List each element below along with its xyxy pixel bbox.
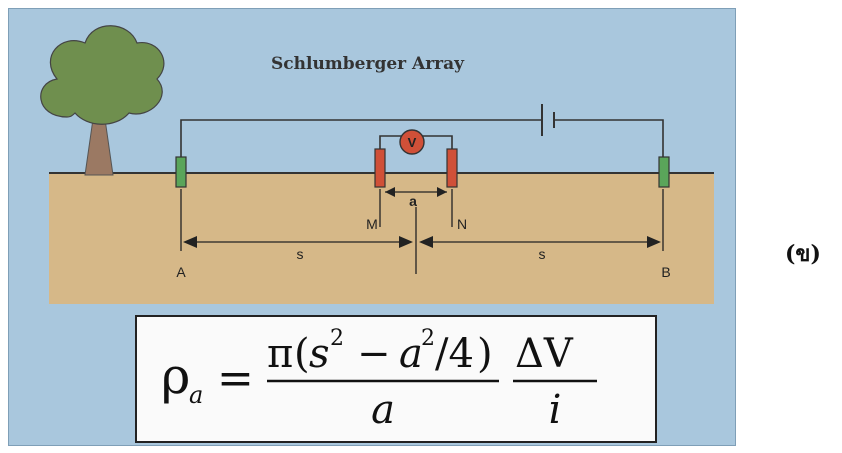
electrode-n — [446, 148, 458, 188]
diagram-panel: Schlumberger Array V — [8, 8, 736, 446]
label-s-right: s — [539, 246, 546, 262]
formula-rho-subscript: a — [189, 381, 203, 409]
electrode-a — [175, 156, 187, 188]
formula-box: ρ a = π ( s 2 − a 2 /4 ) a ΔV i — [135, 315, 657, 443]
electrode-b — [658, 156, 670, 188]
formula-a-top: a — [399, 331, 423, 377]
label-n: N — [457, 216, 467, 232]
schlumberger-diagram: Schlumberger Array V — [40, 25, 714, 304]
figure-side-label: (ข) — [785, 241, 821, 267]
formula-rho: ρ — [161, 347, 190, 405]
electrode-m — [374, 148, 386, 188]
formula-a-exponent: 2 — [421, 326, 435, 351]
voltmeter-label: V — [408, 135, 417, 150]
formula-a-bottom: a — [371, 387, 395, 433]
apparent-resistivity-formula: ρ a = π ( s 2 − a 2 /4 ) a ΔV i — [161, 326, 597, 433]
voltmeter-icon: V — [399, 129, 425, 155]
ground-layer — [49, 173, 714, 304]
formula-open-paren: ( — [294, 331, 310, 377]
formula-equals: = — [217, 353, 254, 404]
label-m: M — [366, 216, 378, 232]
dimension-arrowheads — [183, 187, 661, 248]
current-circuit — [180, 104, 664, 173]
dimension-lines — [180, 189, 664, 274]
formula-delta-v: ΔV — [515, 331, 574, 377]
label-s-left: s — [297, 246, 304, 262]
formula-s: s — [309, 331, 330, 377]
formula-pi: π — [267, 331, 293, 377]
formula-s-exponent: 2 — [330, 326, 344, 351]
formula-divisor: /4 — [435, 331, 474, 377]
formula-i: i — [549, 387, 562, 433]
label-electrode-a: A — [176, 264, 186, 280]
label-electrode-b: B — [661, 264, 670, 280]
label-a-spacing: a — [409, 193, 417, 209]
tree-icon — [40, 25, 165, 176]
diagram-title: Schlumberger Array — [271, 54, 465, 74]
formula-close-paren: ) — [477, 331, 493, 377]
formula-minus: − — [357, 331, 391, 377]
